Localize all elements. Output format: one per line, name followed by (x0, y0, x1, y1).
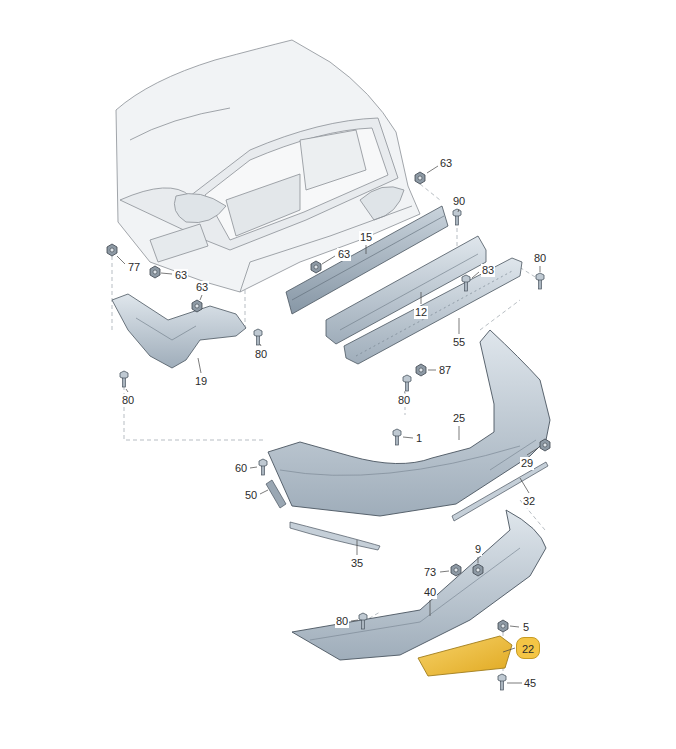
callout-number: 22 (522, 643, 534, 655)
callout-number: 40 (423, 586, 437, 599)
callout-number: 80 (121, 394, 135, 407)
callout-number: 80 (533, 252, 547, 265)
callout-number: 1 (415, 432, 423, 445)
callout-number: 60 (234, 462, 248, 475)
callout-number: 12 (414, 306, 428, 319)
callout-number: 77 (127, 261, 141, 274)
callout-number: 15 (359, 231, 373, 244)
callout-number: 63 (337, 248, 351, 261)
callout-number: 90 (452, 195, 466, 208)
callout-number: 35 (350, 557, 364, 570)
callout-number: 29 (520, 457, 534, 470)
callout-number: 9 (474, 543, 482, 556)
callout-number: 5 (522, 621, 530, 634)
callout-number: 55 (452, 336, 466, 349)
callout-number: 83 (481, 264, 495, 277)
callout-number: 50 (244, 489, 258, 502)
callout-number: 63 (439, 157, 453, 170)
callout-number: 32 (522, 495, 536, 508)
callout-number: 80 (335, 615, 349, 628)
callout-number: 80 (397, 394, 411, 407)
callout-number: 45 (523, 677, 537, 690)
callout-number: 80 (254, 348, 268, 361)
callout-number: 73 (423, 566, 437, 579)
highlight-callout: 22 (516, 637, 540, 659)
callout-number: 19 (194, 375, 208, 388)
callout-number: 87 (438, 364, 452, 377)
callout-number: 63 (174, 269, 188, 282)
callout-number: 25 (452, 412, 466, 425)
callout-number: 63 (195, 281, 209, 294)
